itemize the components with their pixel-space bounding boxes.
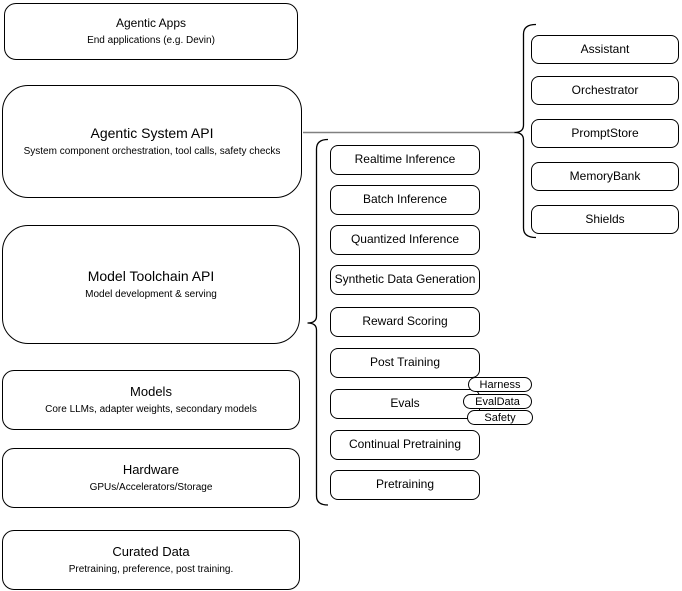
evals-tag-evaldata: EvalData xyxy=(463,394,532,409)
toolchain-label: Realtime Inference xyxy=(354,152,456,167)
toolchain-batch-inference: Batch Inference xyxy=(330,185,480,215)
component-memorybank: MemoryBank xyxy=(531,162,679,191)
node-subtitle: Core LLMs, adapter weights, secondary mo… xyxy=(45,403,257,415)
toolchain-continual-pretraining: Continual Pretraining xyxy=(330,430,480,460)
node-title: Agentic System API xyxy=(90,125,214,142)
node-title: Models xyxy=(130,384,172,400)
node-subtitle: Pretraining, preference, post training. xyxy=(68,563,234,575)
evals-tag-harness: Harness xyxy=(468,377,532,392)
toolchain-label: Evals xyxy=(390,396,420,411)
node-subtitle: Model development & serving xyxy=(85,288,217,300)
component-assistant: Assistant xyxy=(531,35,679,64)
component-label: PromptStore xyxy=(571,125,639,140)
toolchain-label: Pretraining xyxy=(375,477,435,492)
component-shields: Shields xyxy=(531,205,679,234)
toolchain-synthetic-data-generation: Synthetic Data Generation xyxy=(330,265,480,295)
toolchain-evals: Evals xyxy=(330,389,480,419)
toolchain-reward-scoring: Reward Scoring xyxy=(330,307,480,337)
node-subtitle: GPUs/Accelerators/Storage xyxy=(89,481,213,493)
component-promptstore: PromptStore xyxy=(531,119,679,148)
evals-tag-safety: Safety xyxy=(467,410,533,425)
node-title: Curated Data xyxy=(112,544,190,560)
node-agentic-system-api: Agentic System API System component orche… xyxy=(2,85,302,198)
toolchain-post-training: Post Training xyxy=(330,348,480,378)
toolchain-label: Batch Inference xyxy=(362,192,448,207)
component-orchestrator: Orchestrator xyxy=(531,76,679,105)
node-title: Hardware xyxy=(122,462,180,478)
node-title: Model Toolchain API xyxy=(87,268,215,285)
node-title: Agentic Apps xyxy=(115,16,187,31)
component-label: Orchestrator xyxy=(571,82,639,97)
toolchain-label: Continual Pretraining xyxy=(348,437,462,452)
node-subtitle: System component orchestration, tool cal… xyxy=(23,145,281,157)
toolchain-quantized-inference: Quantized Inference xyxy=(330,225,480,255)
component-label: Assistant xyxy=(580,41,630,56)
node-model-toolchain-api: Model Toolchain API Model development & s… xyxy=(2,225,300,344)
toolchain-realtime-inference: Realtime Inference xyxy=(330,145,480,175)
toolchain-label: Post Training xyxy=(369,355,441,370)
node-subtitle: End applications (e.g. Devin) xyxy=(87,34,215,46)
component-label: Shields xyxy=(585,211,625,226)
toolchain-label: Synthetic Data Generation xyxy=(334,272,476,287)
toolchain-bracket xyxy=(307,138,329,506)
component-label: MemoryBank xyxy=(569,168,641,183)
toolchain-label: Quantized Inference xyxy=(350,232,460,247)
toolchain-pretraining: Pretraining xyxy=(330,470,480,500)
toolchain-label: Reward Scoring xyxy=(362,314,448,329)
